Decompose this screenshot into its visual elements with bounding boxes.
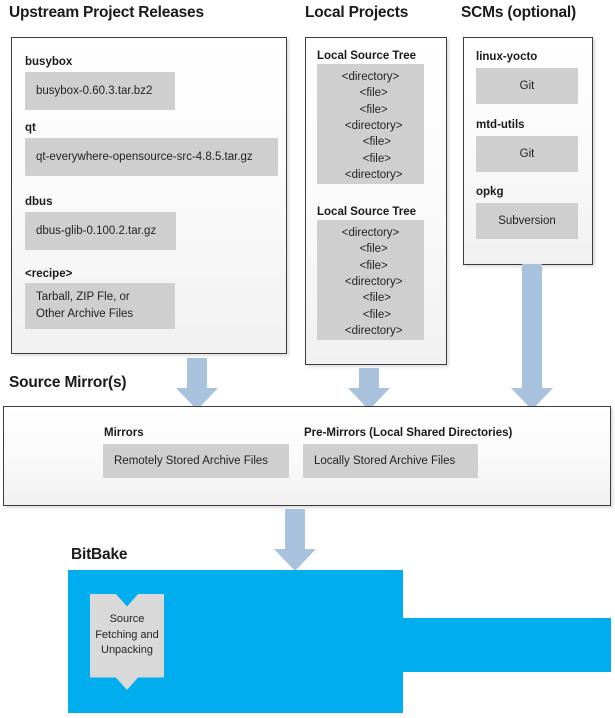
source-fetching-task-shape <box>90 594 164 690</box>
scm-item-value-opkg: Subversion <box>476 203 578 239</box>
tree-line: <directory> <box>341 227 400 239</box>
scm-item-label-linux-yocto: linux-yocto <box>476 51 538 63</box>
mirrors-value: Remotely Stored Archive Files <box>103 444 289 478</box>
arrow-shaft <box>359 368 379 388</box>
scm-item-label-opkg: opkg <box>476 186 504 198</box>
tree-line: <file> <box>353 103 388 116</box>
upstream-item-label-recipe: <recipe> <box>25 268 73 280</box>
local-projects-section-title: Local Projects <box>305 4 409 21</box>
arrow-down-icon <box>174 358 220 410</box>
tree-line: <directory> <box>338 324 403 337</box>
arrow-head <box>348 388 390 410</box>
scm-item-value-linux-yocto: Git <box>476 68 578 104</box>
tree-line: <file> <box>353 259 388 272</box>
upstream-item-label-dbus: dbus <box>25 196 53 208</box>
tree-line: <directory> <box>338 168 403 181</box>
arrow-head <box>511 388 553 410</box>
local-source-tree-box-1: <directory> <file> <file> <directory> <f… <box>317 64 424 184</box>
scm-item-label-mtd-utils: mtd-utils <box>476 119 525 131</box>
upstream-item-label-busybox: busybox <box>25 56 73 68</box>
bitbake-block-extension <box>402 618 611 672</box>
scm-item-value-mtd-utils: Git <box>476 136 578 172</box>
mirrors-label: Mirrors <box>104 427 144 439</box>
upstream-item-label-qt: qt <box>25 122 36 134</box>
upstream-item-value-recipe: Tarball, ZIP Fle, or Other Archive Files <box>25 283 175 329</box>
tree-line: <directory> <box>338 275 403 288</box>
upstream-item-value-busybox: busybox-0.60.3.tar.bz2 <box>25 72 175 110</box>
local-source-tree-label-1: Local Source Tree <box>317 50 417 62</box>
upstream-item-value-qt: qt-everywhere-opensource-src-4.8.5.tar.g… <box>25 138 278 176</box>
tree-line: <directory> <box>338 119 403 132</box>
tree-line: <file> <box>350 136 391 149</box>
task-line-2: Fetching and <box>95 628 159 641</box>
arrow-head <box>176 388 218 410</box>
tree-line: <file> <box>350 152 391 165</box>
arrow-down-icon <box>272 509 318 571</box>
tree-line: <file> <box>353 87 388 100</box>
arrow-shaft <box>522 264 542 388</box>
tree-line: <file> <box>350 292 391 305</box>
tree-line: <file> <box>350 308 391 321</box>
pre-mirrors-value: Locally Stored Archive Files <box>303 444 478 478</box>
bitbake-section-title: BitBake <box>71 546 128 563</box>
arrow-down-icon <box>509 264 555 410</box>
tree-line: <file> <box>353 243 388 256</box>
upstream-item-value-dbus: dbus-glib-0.100.2.tar.gz <box>25 212 176 250</box>
task-line-1: Source <box>109 613 145 625</box>
source-fetching-task-label: Source Fetching and Unpacking <box>90 612 164 659</box>
recipe-value-line-1: Tarball, ZIP Fle, or <box>36 291 130 304</box>
arrow-head <box>274 549 316 571</box>
tree-line: <directory> <box>341 71 400 83</box>
arrow-shaft <box>187 358 207 388</box>
task-line-3: Unpacking <box>101 644 153 657</box>
source-mirror-section-title: Source Mirror(s) <box>9 374 127 391</box>
pre-mirrors-label: Pre-Mirrors (Local Shared Directories) <box>304 427 513 439</box>
upstream-section-title: Upstream Project Releases <box>9 4 204 21</box>
recipe-value-line-2: Other Archive Files <box>36 308 134 320</box>
arrow-shaft <box>285 509 305 549</box>
arrow-down-icon <box>346 368 392 410</box>
local-source-tree-box-2: <directory> <file> <file> <directory> <f… <box>317 220 424 340</box>
scms-section-title: SCMs (optional) <box>461 4 576 21</box>
local-source-tree-label-2: Local Source Tree <box>317 206 417 218</box>
